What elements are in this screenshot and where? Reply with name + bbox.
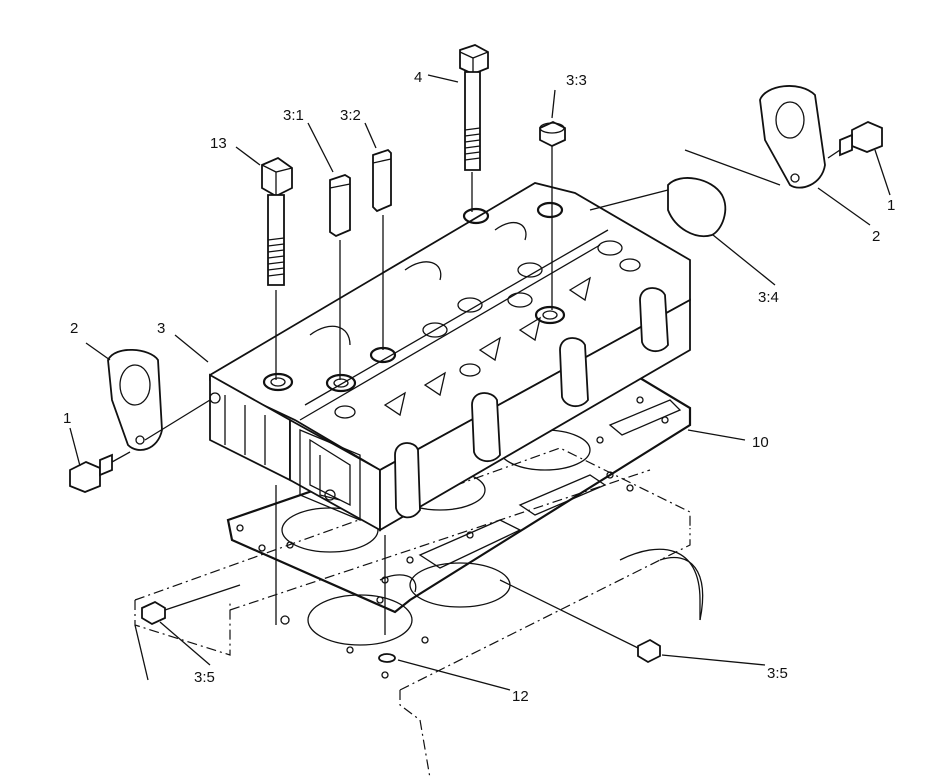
label-3-1: 3:1 <box>283 107 304 124</box>
cylinder-head <box>209 182 691 532</box>
lifting-bracket-right <box>684 85 826 189</box>
head-gasket <box>226 376 692 614</box>
bolt-1-right <box>827 121 883 159</box>
label-4: 4 <box>414 69 422 86</box>
label-3-3: 3:3 <box>566 72 587 89</box>
label-10: 10 <box>752 434 769 451</box>
label-3-2: 3:2 <box>340 107 361 124</box>
label-3-4: 3:4 <box>758 289 779 306</box>
label-13: 13 <box>210 135 227 152</box>
bolt-1-left <box>69 451 131 493</box>
washer-12 <box>378 653 396 663</box>
label-1-right: 1 <box>887 197 895 214</box>
bolt-4 <box>459 44 489 212</box>
label-3-5-right: 3:5 <box>767 665 788 682</box>
dowel-3-2 <box>372 148 392 635</box>
label-3: 3 <box>157 320 165 337</box>
core-plug-3-4 <box>589 177 727 237</box>
plug-3-5-right <box>499 579 661 664</box>
callout-labels: 4 3:3 3:1 3:2 13 1 2 3:4 2 3 1 10 3:5 3:… <box>63 69 895 705</box>
label-12: 12 <box>512 688 529 705</box>
label-2-left: 2 <box>70 320 78 337</box>
lifting-bracket-left <box>107 348 211 451</box>
leader-lines <box>69 74 891 691</box>
plug-3-3 <box>539 121 566 310</box>
label-2-right: 2 <box>872 228 880 245</box>
label-3-5-left: 3:5 <box>194 669 215 686</box>
label-1-left: 1 <box>63 410 71 427</box>
plug-3-5-left <box>141 584 241 626</box>
dowel-3-1 <box>329 174 351 380</box>
bolt-13 <box>261 156 293 625</box>
